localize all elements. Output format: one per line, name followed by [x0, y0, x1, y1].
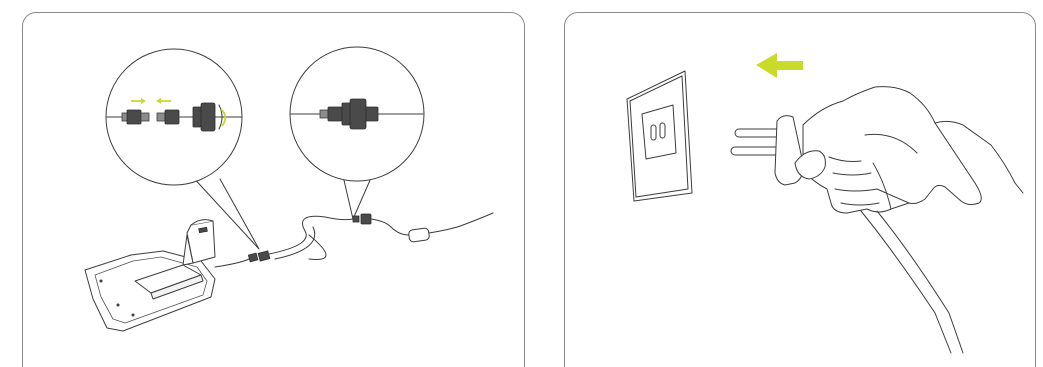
- power-plug-icon: [731, 116, 803, 185]
- power-adapter-icon: [408, 213, 493, 242]
- plug-in-illustration: [565, 13, 1036, 358]
- arrow-left-icon: [756, 53, 803, 78]
- connect-cable-illustration: [23, 13, 525, 358]
- hand-icon: [795, 87, 1023, 353]
- magnifier-circle-icon: [106, 49, 259, 249]
- wall-socket-icon: [627, 71, 692, 201]
- docking-station-icon: [85, 220, 215, 331]
- connect-cable-panel: [22, 12, 525, 367]
- plug-in-panel: [564, 12, 1036, 367]
- magnifier-circle-icon: [290, 47, 424, 219]
